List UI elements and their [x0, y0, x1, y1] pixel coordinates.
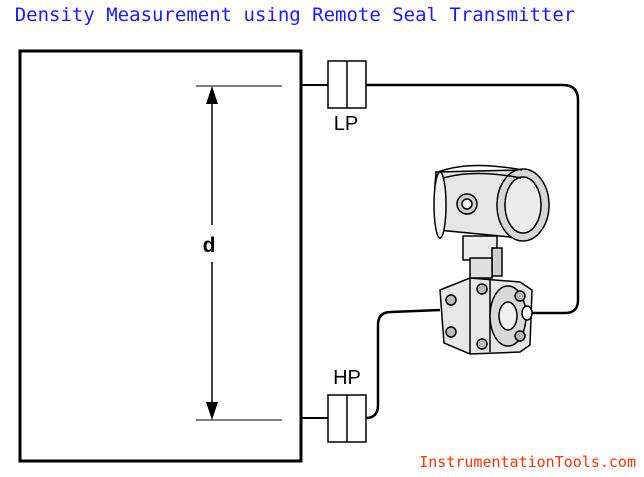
- hp-label: HP: [333, 367, 361, 389]
- dp-transmitter: [433, 164, 550, 355]
- distance-dimension: [206, 86, 218, 420]
- hp-capillary-line: [365, 308, 441, 420]
- website-watermark: InstrumentationTools.com: [419, 453, 636, 471]
- vessel-tank: [18, 49, 303, 463]
- lp-remote-seal: [327, 60, 367, 109]
- hp-remote-seal: [327, 394, 367, 443]
- diagram-title: Density Measurement using Remote Seal Tr…: [14, 4, 576, 26]
- lp-capillary-line: [366, 83, 580, 315]
- lp-label: LP: [334, 113, 358, 135]
- distance-label: d: [203, 234, 216, 257]
